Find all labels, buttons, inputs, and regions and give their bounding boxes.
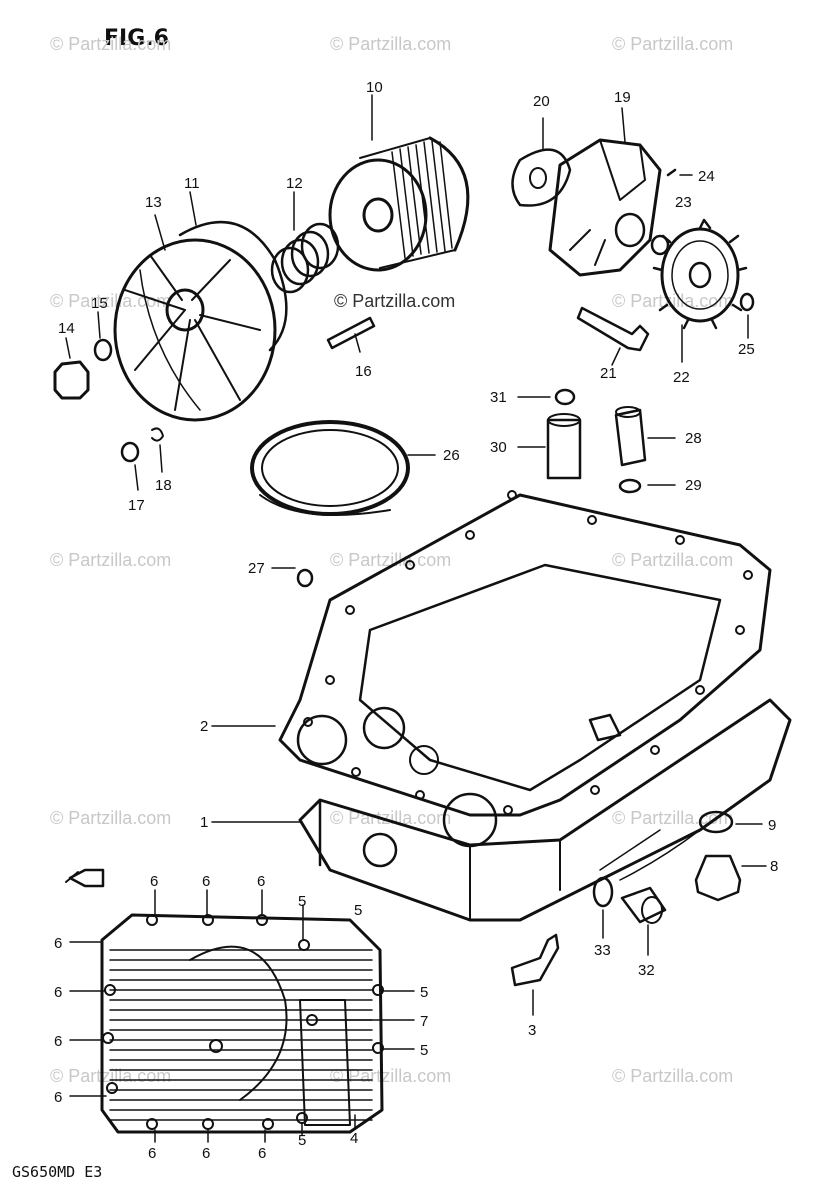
callout-3: 3 — [528, 1022, 536, 1039]
watermark: © Partzilla.com — [50, 550, 172, 570]
callout-6: 6 — [257, 873, 265, 890]
callout-6: 6 — [54, 984, 62, 1001]
callout-5: 5 — [420, 984, 428, 1001]
callout-5: 5 — [298, 893, 306, 910]
callout-16: 16 — [355, 363, 372, 380]
callout-7: 7 — [420, 1013, 428, 1030]
callout-14: 14 — [58, 320, 75, 337]
callout-23: 23 — [675, 194, 692, 211]
washer-15 — [93, 338, 113, 362]
callout-18: 18 — [155, 477, 172, 494]
oil-pan — [211, 698, 792, 922]
watermark: © Partzilla.com — [50, 1066, 172, 1086]
gasket-33 — [592, 876, 614, 908]
bracket-3 — [510, 933, 560, 1016]
watermark: © Partzilla.com — [330, 550, 452, 570]
callout-4: 4 — [350, 1130, 358, 1147]
callout-5: 5 — [420, 1042, 428, 1059]
pipe-30 — [517, 413, 582, 480]
oil-pan-cover-plate — [69, 889, 415, 1143]
filter-cover-o-ring — [178, 191, 288, 352]
watermark: © Partzilla.com — [50, 34, 172, 54]
callout-5: 5 — [298, 1132, 306, 1149]
o-ring-29 — [618, 478, 642, 494]
callout-8: 8 — [770, 858, 778, 875]
drain-bolt-14 — [53, 360, 90, 400]
filter-spring — [270, 191, 340, 294]
callout-6: 6 — [54, 1089, 62, 1106]
callout-1: 1 — [200, 814, 208, 831]
clip-25 — [739, 292, 755, 312]
watermark: © Partzilla.com — [612, 808, 734, 828]
callout-30: 30 — [490, 439, 507, 456]
callout-25: 25 — [738, 341, 755, 358]
watermark: © Partzilla.com — [612, 34, 734, 54]
watermark: © Partzilla.com — [330, 34, 452, 54]
callout-33: 33 — [594, 942, 611, 959]
callout-6: 6 — [202, 1145, 210, 1162]
gasket-9 — [698, 810, 734, 834]
oil-filter-cover — [113, 214, 277, 422]
oil-pump-drive-gear — [652, 218, 748, 363]
callout-19: 19 — [614, 89, 631, 106]
callout-6: 6 — [54, 1033, 62, 1050]
callout-6: 6 — [202, 873, 210, 890]
callout-12: 12 — [286, 175, 303, 192]
callout-5: 5 — [354, 902, 362, 919]
oil-filter-element — [328, 94, 470, 272]
callout-29: 29 — [685, 477, 702, 494]
callout-20: 20 — [533, 93, 550, 110]
drain-plug-8 — [694, 854, 767, 902]
callout-27: 27 — [248, 560, 265, 577]
watermark: © Partzilla.com — [612, 1066, 734, 1086]
watermark: © Partzilla.com — [612, 291, 734, 311]
bolt-21 — [576, 306, 650, 366]
callout-32: 32 — [638, 962, 655, 979]
watermark: © Partzilla.com — [612, 550, 734, 570]
stud-bolt-16 — [326, 316, 376, 353]
callout-21: 21 — [600, 365, 617, 382]
watermark: © Partzilla.com — [50, 808, 172, 828]
callout-6: 6 — [258, 1145, 266, 1162]
pin-24 — [666, 168, 693, 177]
watermark: © Partzilla.com — [334, 291, 456, 311]
clip-18 — [151, 427, 164, 442]
callout-15: 15 — [91, 295, 108, 312]
oil-pan-gasket — [211, 490, 772, 817]
plug-27 — [296, 568, 314, 588]
callout-24: 24 — [698, 168, 715, 185]
plug-32 — [620, 886, 667, 956]
callout-17: 17 — [128, 497, 145, 514]
callout-2: 2 — [200, 718, 208, 735]
oil-pump-gasket-20 — [511, 117, 572, 207]
callout-22: 22 — [673, 369, 690, 386]
callout-10: 10 — [366, 79, 383, 96]
callout-6: 6 — [54, 935, 62, 952]
watermark: © Partzilla.com — [330, 1066, 452, 1086]
model-code: GS650MD E3 — [12, 1163, 103, 1181]
oil-strainer-gasket — [250, 420, 436, 516]
callout-6: 6 — [150, 873, 158, 890]
washer-17 — [120, 441, 140, 463]
callout-26: 26 — [443, 447, 460, 464]
oil-pump-body — [548, 107, 662, 277]
callout-11: 11 — [184, 175, 200, 192]
ring-31 — [554, 388, 576, 406]
front-arrow-icon — [65, 868, 105, 888]
callout-9: 9 — [768, 817, 776, 834]
pipe-28 — [614, 406, 676, 467]
callout-31: 31 — [490, 389, 507, 406]
callout-13: 13 — [145, 194, 162, 211]
callout-28: 28 — [685, 430, 702, 447]
callout-6: 6 — [148, 1145, 156, 1162]
washer-23 — [650, 234, 670, 256]
figure-title: FIG.6 — [104, 26, 169, 51]
